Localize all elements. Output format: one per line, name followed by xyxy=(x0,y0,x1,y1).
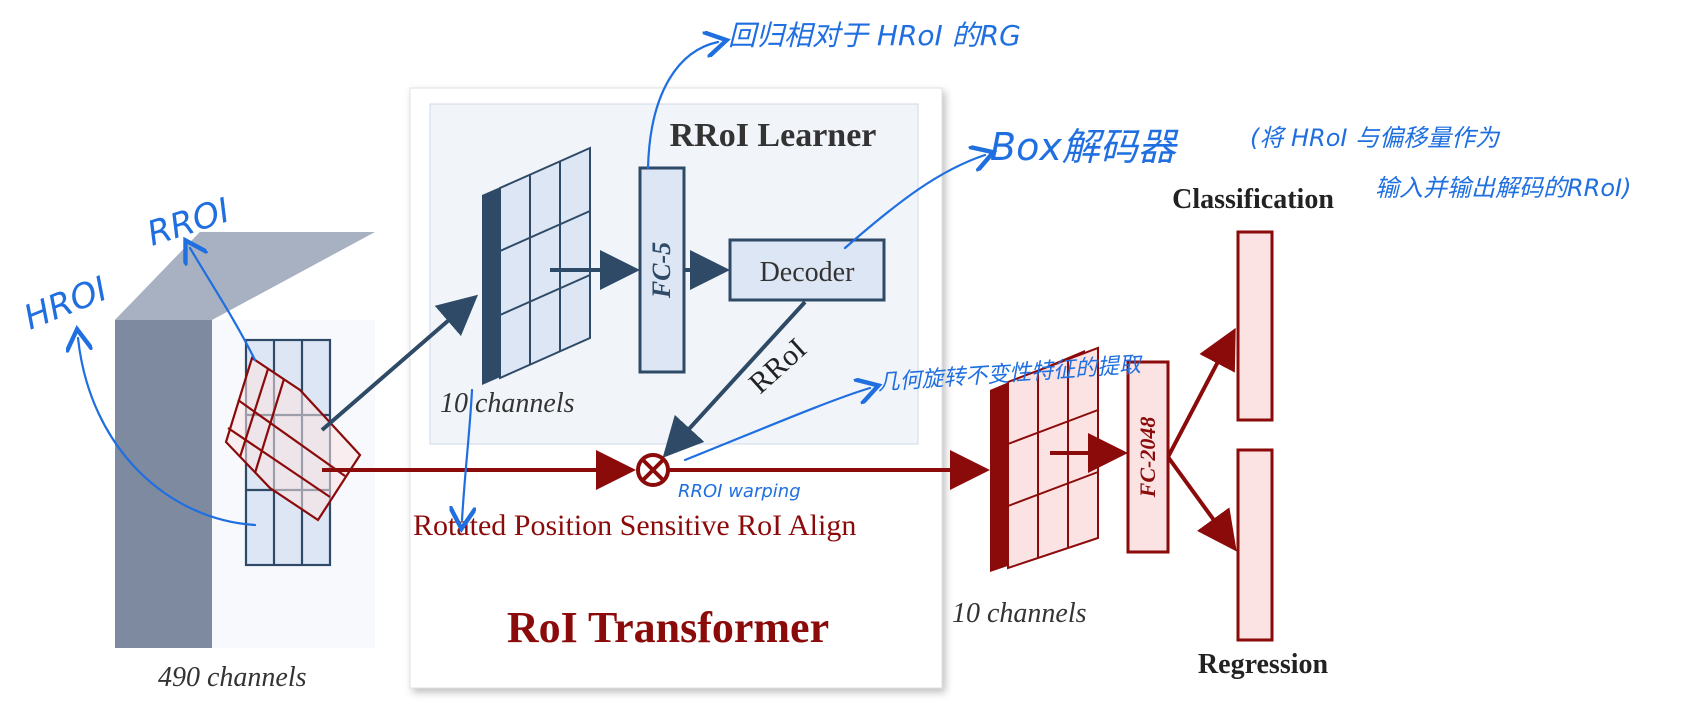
arrow-hroi-to-learner xyxy=(320,294,479,432)
roi-transformer-title: RoI Transformer xyxy=(507,603,829,652)
classification-box xyxy=(1236,230,1274,422)
handwritten-annotations xyxy=(78,42,985,525)
hroi-annotation: HROI xyxy=(18,269,113,338)
channels-490-label: 490 channels xyxy=(158,662,307,693)
regression-label: Regression xyxy=(1198,649,1329,680)
rroi-grid xyxy=(224,356,362,522)
classification-label: Classification xyxy=(1172,184,1334,215)
decoder-label: Decoder xyxy=(760,257,856,288)
feature-map-right xyxy=(990,346,1099,572)
fc2048-label: FC-2048 xyxy=(1135,417,1160,499)
fc5-label: FC-5 xyxy=(647,242,676,299)
rroi-warping-annotation: RROI warping xyxy=(678,481,801,502)
invariant-arrow xyxy=(683,388,870,462)
channels-10-learner: 10 channels xyxy=(440,388,575,419)
otimes-operator xyxy=(636,453,670,487)
rroi-curve-arrow xyxy=(190,248,257,362)
arrow-to-classification xyxy=(1166,327,1236,458)
decoder-box xyxy=(728,238,886,302)
rotated-align-label: Rotated Position Sensitive RoI Align xyxy=(413,509,856,542)
box-decoder-note-1: (将 HRoI 与偏移量作为 xyxy=(1250,124,1501,152)
regress-note-arrow xyxy=(646,42,718,170)
arrow-to-regression xyxy=(1166,455,1237,552)
box-decoder-annotation: Box解码器 xyxy=(990,125,1179,169)
rroi-learner-title: RRoI Learner xyxy=(670,117,877,154)
panel-down-arrow xyxy=(462,388,472,520)
channels-10-right: 10 channels xyxy=(952,598,1087,629)
box-decoder-note-2: 输入并输出解码的RRoI) xyxy=(1375,174,1631,202)
box-decoder-arrow xyxy=(843,155,985,250)
feature-map-learner xyxy=(482,146,591,385)
regress-note-annotation: 回归相对于 HRoI 的RG xyxy=(728,19,1021,52)
regression-box xyxy=(1236,448,1274,642)
hroi-curve-arrow xyxy=(78,338,257,527)
arrow-decoder-to-otimes xyxy=(662,300,807,458)
fc2048-box xyxy=(1126,360,1170,554)
